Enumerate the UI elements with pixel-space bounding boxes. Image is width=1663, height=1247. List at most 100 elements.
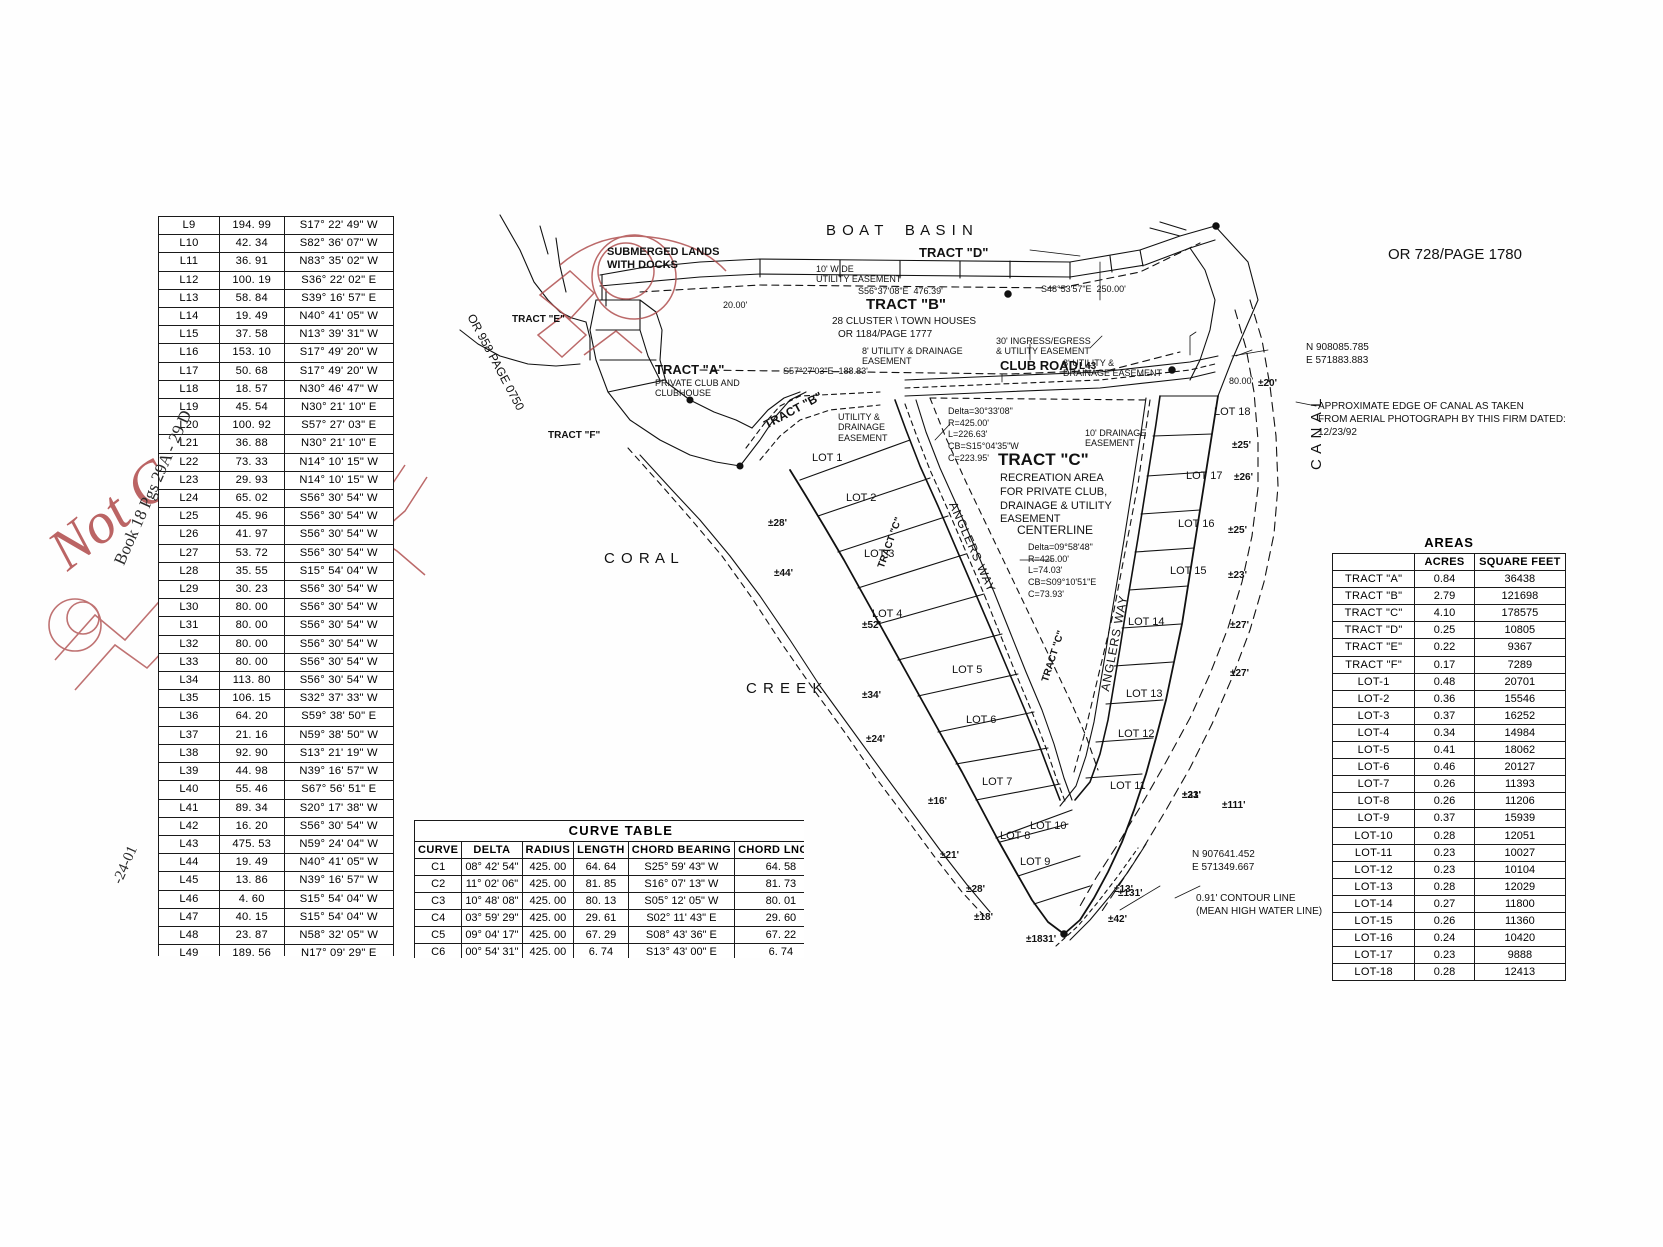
line-table-cell: 89. 34 [218, 798, 285, 818]
label-canal-note: APPROXIMATE EDGE OF CANAL AS TAKEN FROM … [1318, 401, 1566, 438]
areas-table-cell: 10027 [1473, 843, 1567, 862]
curve-table-cell: 10° 48' 08" [461, 892, 523, 910]
line-table-cell: L44 [158, 853, 220, 873]
label-curve-data-2: Delta=09°58'48" R=425.00' L=74.03' CB=S0… [1028, 542, 1097, 599]
lot-label: LOT 6 [966, 714, 997, 726]
areas-table-cell: 0.28 [1414, 826, 1475, 845]
areas-table-cell: LOT-10 [1331, 826, 1416, 845]
label-coordinate-n-1: N 908085.785 [1306, 342, 1369, 353]
areas-table-cell: TRACT "D" [1331, 621, 1416, 640]
areas-table-cell: 12413 [1473, 963, 1567, 982]
offset-tick-label: ±23' [1182, 790, 1201, 801]
areas-table-cell: 0.27 [1414, 894, 1475, 913]
curve-table-cell: S25° 59' 43" W [627, 858, 736, 876]
areas-table-cell: 11360 [1473, 911, 1567, 931]
label-tract-f: TRACT "F" [548, 430, 601, 441]
line-table-cell: L17 [158, 361, 220, 381]
areas-table-cell: 0.17 [1414, 655, 1475, 674]
line-table-cell: 100. 19 [218, 270, 285, 290]
line-table-cell: N13° 39' 31" W [283, 325, 394, 345]
areas-table-cell: 0.46 [1414, 758, 1475, 777]
line-table-cell: L49 [158, 944, 220, 956]
areas-table-cell: LOT-8 [1331, 792, 1416, 811]
lot-label: LOT 4 [872, 608, 903, 620]
curve-table-cell: S02° 11' 43" E [627, 909, 736, 927]
offset-tick-label: ±52' [862, 620, 881, 631]
areas-table-cell: 0.41 [1414, 741, 1475, 760]
offset-tick-label: ±42' [1108, 914, 1127, 925]
offset-tick-label: ±16' [928, 796, 947, 807]
line-table-cell: L9 [158, 216, 220, 236]
label-submerged-lands: SUBMERGED LANDS WITH DOCKS [607, 246, 720, 271]
areas-table-cell: 10805 [1473, 621, 1567, 640]
areas-table-cell: LOT-11 [1331, 843, 1416, 862]
lot-label: LOT 5 [952, 664, 983, 676]
areas-table-cell: 0.24 [1414, 929, 1475, 948]
line-table-cell: 35. 55 [218, 561, 285, 582]
label-tract-b-sub2: OR 1184/PAGE 1777 [838, 329, 933, 340]
areas-table-cell: 0.26 [1414, 775, 1475, 794]
line-table-cell: L20 [158, 416, 220, 436]
offset-tick-label: ±23' [1228, 570, 1247, 581]
line-table-cell: 80. 00 [218, 598, 285, 618]
areas-title: AREAS [1424, 535, 1474, 550]
line-table-cell: L39 [158, 762, 220, 782]
label-10ft-utility-easement: 10' WIDE UTILITY EASEMENT [816, 264, 902, 285]
line-table-cell: S32° 37' 33" W [283, 689, 394, 709]
label-tract-a: TRACT "A" [655, 362, 725, 377]
line-table-cell: L25 [158, 507, 220, 527]
line-table-cell: L22 [158, 452, 220, 472]
curve-table-cell: 425. 00 [521, 892, 575, 910]
curve-table-cell: 80. 01 [734, 892, 804, 910]
label-tract-a-sub: PRIVATE CLUB AND CLUBHOUSE [655, 378, 740, 399]
line-table-cell: N59° 24' 04" W [283, 834, 394, 855]
or-reference-top-right: OR 728/PAGE 1780 [1388, 246, 1522, 263]
line-table-cell: L36 [158, 707, 220, 727]
offset-tick-label: ±27' [1230, 620, 1249, 631]
line-table-cell: N83° 35' 02" W [283, 252, 394, 272]
line-table-cell: L47 [158, 907, 220, 927]
curve-table-cell: 11° 02' 06" [461, 875, 523, 893]
label-8ft-util-drain-right: 8' UTILITY & DRAINAGE EASEMENT [1063, 358, 1163, 379]
line-table-cell: L16 [158, 343, 220, 363]
areas-table-cell: LOT-5 [1331, 741, 1416, 760]
areas-table-cell: 0.37 [1414, 706, 1475, 725]
areas-table-cell: 0.26 [1414, 792, 1475, 811]
line-table-cell: 36. 91 [218, 252, 285, 272]
lot-label: LOT 15 [1170, 565, 1207, 577]
areas-table-cell: 0.28 [1414, 877, 1475, 896]
curve-table-cell: 425. 00 [521, 909, 575, 927]
line-table-cell: L19 [158, 398, 220, 418]
areas-table-cell: 20127 [1473, 758, 1567, 777]
line-table-cell: 194. 99 [218, 216, 285, 236]
areas-table-cell: LOT-9 [1331, 809, 1416, 828]
lot-label: LOT 9 [1020, 856, 1051, 868]
curve-table-cell: 64. 64 [573, 858, 629, 876]
curve-table-cell: S08° 43' 36" E [627, 926, 736, 944]
lot-label: LOT 17 [1186, 470, 1223, 482]
line-table-cell: S20° 17' 38" W [283, 798, 394, 818]
label-tract-c-sub: RECREATION AREA FOR PRIVATE CLUB, DRAINA… [1000, 472, 1112, 526]
areas-table-cell: 15546 [1473, 689, 1567, 708]
